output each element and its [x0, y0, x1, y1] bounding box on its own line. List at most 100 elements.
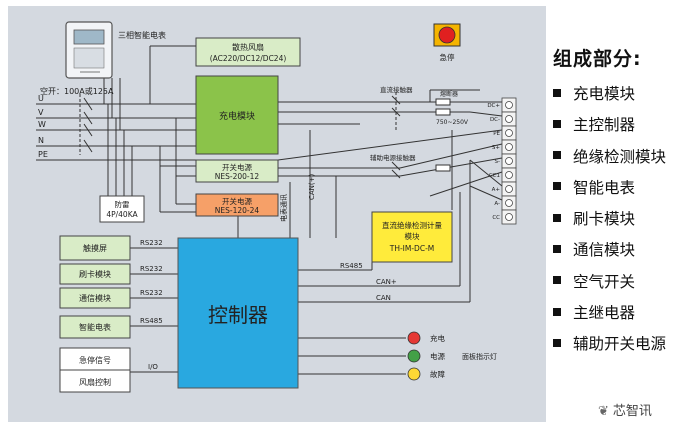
peripheral-comm-module-bus: RS232 [140, 289, 163, 297]
bus-can-plus-label: CAN+ [376, 278, 397, 286]
terminal-label: A- [494, 201, 500, 207]
legend-list: 充电模块 主控制器 绝缘检测模块 智能电表 刷卡模块 通信模块 空气开关 主继电… [553, 79, 693, 361]
fuse-3 [435, 164, 451, 172]
aux-fan-line2: (AC220/DC12/DC24) [210, 54, 287, 63]
io-estop-signal: 急停信号 [79, 355, 111, 365]
smps-12v-line1: 开关电源 [222, 162, 252, 172]
terminal-label: CC1 [489, 173, 500, 179]
charging-module-label: 充电模块 [219, 110, 255, 122]
bullet-square-icon [553, 213, 561, 222]
phase-w-label: W [38, 120, 46, 129]
bullet-square-icon [553, 307, 561, 316]
terminal-label: A+ [492, 187, 501, 193]
lamp-fault-label: 故障 [430, 369, 445, 379]
meter-label: 三相智能电表 [118, 30, 166, 40]
smps-12v-box [195, 159, 279, 183]
terminal-label: S+ [492, 145, 500, 151]
voltage-note: 750~250V [436, 119, 469, 126]
legend-item: 充电模块 [553, 79, 693, 110]
lamp-panel-caption: 面板指示灯 [462, 352, 497, 361]
peripheral-comm-module-label: 通信模块 [79, 293, 111, 303]
terminal-6: A+ [492, 181, 517, 197]
legend-item: 刷卡模块 [553, 204, 693, 235]
bullet-square-icon [553, 88, 561, 97]
phase-n-label: N [38, 136, 44, 145]
bus-rs485-label: RS485 [340, 262, 363, 270]
peripheral-smart-meter-box [59, 315, 131, 339]
smps-24v-line2: NES-120-24 [215, 206, 260, 215]
emergency-stop-button [433, 23, 461, 47]
bullet-square-icon [553, 182, 561, 191]
legend-item: 通信模块 [553, 235, 693, 266]
peripheral-comm-module-box [59, 287, 131, 309]
watermark: ❦芯智讯 [598, 404, 652, 419]
bullet-square-icon [553, 244, 561, 253]
can-vertical-label: CAN(+) [308, 173, 316, 200]
insulation-line3: TH-IM-DC-M [389, 244, 435, 253]
peripheral-touchscreen-bus: RS232 [140, 239, 163, 247]
wiring [36, 45, 503, 375]
terminal-label: CC [492, 215, 500, 221]
insulation-module-box [371, 211, 453, 263]
peripheral-touchscreen-label: 触摸屏 [83, 243, 107, 253]
terminal-label: S- [495, 159, 500, 165]
terminal-4: S- [495, 153, 517, 169]
aux-fan-box [195, 37, 301, 67]
lamp-power-label: 电源 [430, 351, 445, 361]
smps-24v-line1: 开关电源 [222, 196, 252, 206]
phase-pe-label: PE [38, 150, 48, 159]
peripheral-card-reader-box [59, 263, 131, 285]
legend-item: 辅助开关电源 [553, 329, 693, 360]
legend-item: 主继电器 [553, 298, 693, 329]
phase-u-label: U [38, 94, 44, 103]
smps-12v-line2: NES-200-12 [215, 172, 260, 181]
insulation-line2: 模块 [405, 231, 420, 241]
peripheral-smart-meter-bus: RS485 [140, 317, 163, 325]
bullet-square-icon [553, 338, 561, 347]
legend-item: 智能电表 [553, 173, 693, 204]
terminal-1: DC- [490, 111, 517, 127]
emergency-stop-label: 急停 [440, 52, 455, 62]
insulation-line1: 直流绝缘检测计量 [382, 220, 442, 230]
bullet-square-icon [553, 151, 561, 160]
lamp-power-indicator [407, 349, 421, 363]
meter-comm-vertical-label: 电表通讯 [279, 194, 288, 222]
electric-meter [65, 21, 113, 79]
surge-arrester-box [99, 195, 145, 223]
peripheral-touchscreen-box [59, 235, 131, 261]
legend-item: 空气开关 [553, 267, 693, 298]
terminal-7: A- [494, 195, 517, 211]
bullet-square-icon [553, 276, 561, 285]
terminal-2: PE [493, 125, 517, 141]
lamp-charging-indicator [407, 331, 421, 345]
controller-box [177, 237, 299, 389]
terminal-label: PE [493, 131, 500, 137]
io-bus-label: I/O [148, 363, 158, 371]
lamp-charging-label: 充电 [430, 333, 445, 343]
terminal-label: DC- [490, 117, 500, 123]
bullet-square-icon [553, 119, 561, 128]
legend-item: 绝缘检测模块 [553, 142, 693, 173]
fuse-2 [435, 108, 451, 116]
terminal-3: S+ [492, 139, 517, 155]
arrester-line1: 防雷 [115, 199, 130, 209]
aux-contactor-label: 辅助电源接触器 [370, 153, 416, 162]
smps-24v-box [195, 193, 279, 217]
charging-module-box [195, 75, 279, 155]
terminal-8: CC [492, 209, 517, 225]
controller-label: 控制器 [208, 303, 268, 327]
lamp-fault-indicator [407, 367, 421, 381]
breaker-label: 空开：100A或125A [40, 86, 114, 96]
legend-item: 主控制器 [553, 110, 693, 141]
peripheral-card-reader-label: 刷卡模块 [79, 269, 111, 279]
phase-v-label: V [38, 108, 44, 117]
fuse-1 [435, 98, 451, 106]
arrester-line2: 4P/40KA [106, 210, 138, 219]
terminal-label: DC+ [487, 103, 500, 109]
peripheral-smart-meter-label: 智能电表 [79, 322, 111, 332]
fuse-label: 熔断器 [440, 90, 458, 98]
dc-contactor-label: 直流接触器 [380, 85, 413, 94]
legend-title: 组成部分: [553, 48, 642, 70]
